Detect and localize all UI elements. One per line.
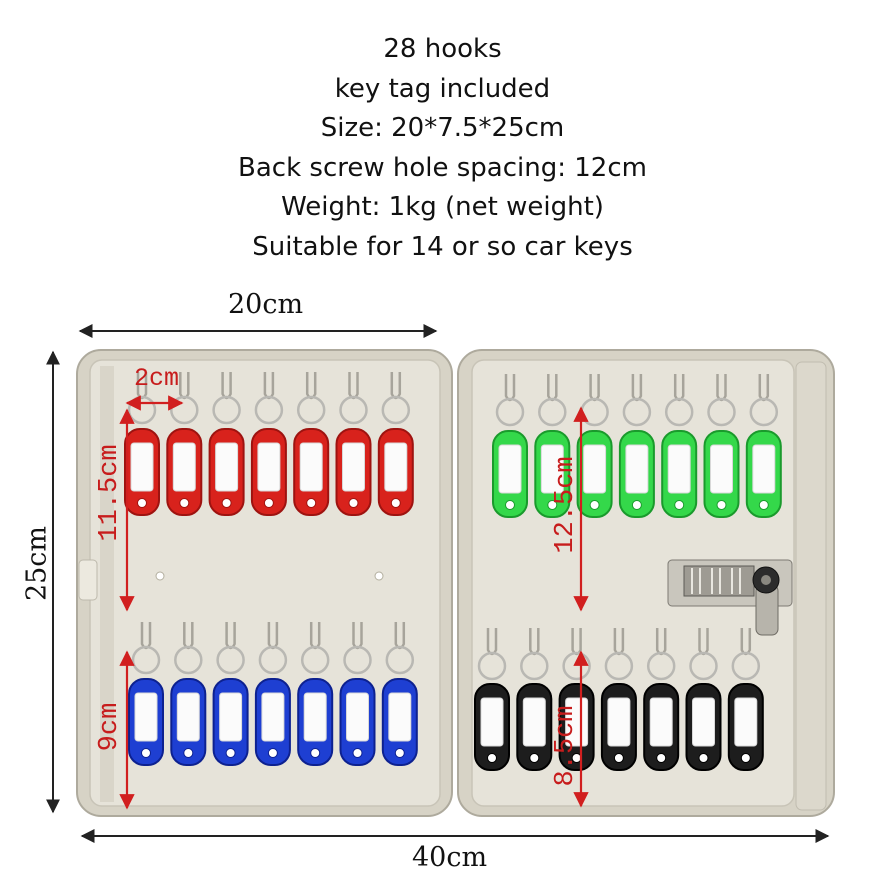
key-ring xyxy=(604,651,634,681)
key-tag-black xyxy=(516,683,553,771)
key-ring xyxy=(520,651,549,681)
key-tag-blue xyxy=(128,678,164,766)
key-ring xyxy=(495,397,525,427)
key-ring xyxy=(731,651,761,681)
key-ring xyxy=(749,397,779,427)
key-ring xyxy=(622,397,652,427)
key-tag-red xyxy=(377,428,414,516)
key-ring xyxy=(212,395,241,425)
key-tag-black xyxy=(643,683,680,771)
key-ring xyxy=(385,645,415,675)
key-tag-green xyxy=(661,430,698,518)
key-tag-red xyxy=(208,428,245,516)
key-ring xyxy=(707,397,736,427)
key-ring xyxy=(258,645,288,675)
right-lower-measure-label: 8.5cm xyxy=(551,705,581,787)
spec-screw: Back screw hole spacing: 12cm xyxy=(238,152,647,183)
key-tag-red xyxy=(250,428,287,516)
open-width-label: 40cm xyxy=(412,842,488,873)
key-ring xyxy=(646,651,676,681)
key-ring xyxy=(538,397,567,427)
key-tag-black xyxy=(474,683,510,771)
key-ring xyxy=(477,651,507,681)
spec-list: 28 hooks key tag included Size: 20*7.5*2… xyxy=(0,30,885,267)
key-tag-green xyxy=(745,430,782,518)
key-ring xyxy=(343,645,372,675)
key-ring xyxy=(664,397,694,427)
key-tag-green xyxy=(618,430,655,518)
key-ring xyxy=(254,395,284,425)
key-tag-red xyxy=(335,428,372,516)
key-tag-blue xyxy=(170,678,207,766)
key-tag-blue xyxy=(339,678,376,766)
key-ring xyxy=(216,645,245,675)
key-ring xyxy=(381,395,411,425)
key-tag-blue xyxy=(254,678,291,766)
spec-hooks: 28 hooks xyxy=(383,34,502,64)
hook-spacing-label: 2cm xyxy=(134,364,180,393)
key-tag-blue xyxy=(297,678,334,766)
key-ring xyxy=(689,651,718,681)
key-tag-blue xyxy=(381,678,418,766)
key-tag-black xyxy=(600,683,637,771)
spec-tag: key tag included xyxy=(334,73,551,104)
key-tag-red xyxy=(166,428,203,516)
width-label: 20cm xyxy=(228,289,304,320)
left-lower-measure-label: 9cm xyxy=(95,702,125,752)
key-ring xyxy=(174,645,203,675)
key-ring xyxy=(296,395,326,425)
key-tag-red xyxy=(124,428,160,516)
key-tag-green xyxy=(534,430,571,518)
key-tag-black xyxy=(685,683,722,771)
spec-capacity: Suitable for 14 or so car keys xyxy=(252,231,633,262)
right-upper-measure-label: 12.5cm xyxy=(551,456,581,554)
spec-size: Size: 20*7.5*25cm xyxy=(320,113,565,143)
key-ring xyxy=(300,645,330,675)
lock-icon xyxy=(667,559,793,636)
key-tag-red xyxy=(293,428,330,516)
height-label: 25cm xyxy=(21,525,53,602)
key-tag-green xyxy=(703,430,740,518)
spec-weight: Weight: 1kg (net weight) xyxy=(281,192,604,222)
key-tag-green xyxy=(576,430,613,518)
key-tag-blue xyxy=(212,678,249,766)
key-tag-green xyxy=(492,430,528,518)
key-tag-black xyxy=(727,683,764,771)
key-ring xyxy=(339,395,368,425)
left-upper-measure-label: 11.5cm xyxy=(95,444,125,542)
